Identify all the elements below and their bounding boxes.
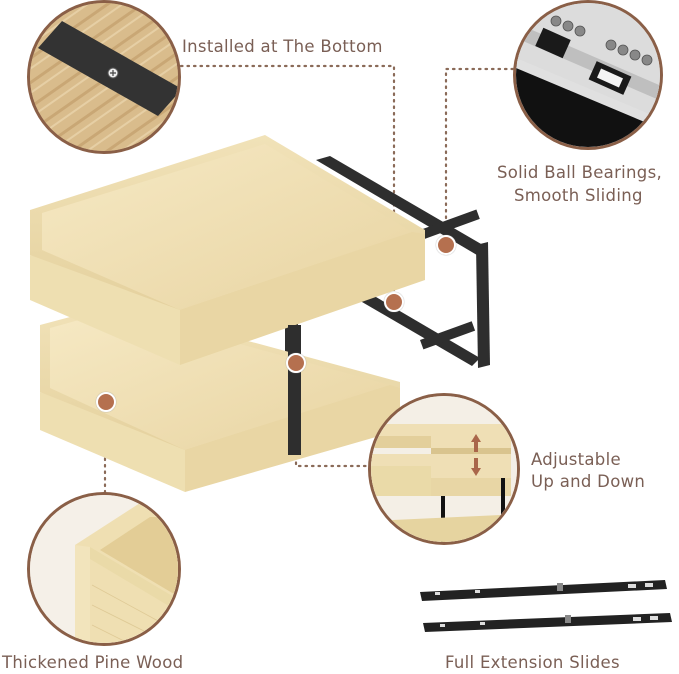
adjustable-label-line2: Up and Down xyxy=(531,472,646,491)
pine-wood-detail-circle xyxy=(27,492,181,646)
installed-bottom-detail-circle xyxy=(27,0,181,154)
ball-bearings-detail-circle xyxy=(513,0,663,150)
bracket-screw-icon xyxy=(30,3,178,151)
ball-bearings-label-line2: Smooth Sliding xyxy=(514,186,643,205)
marker-bottom-bracket xyxy=(384,292,404,312)
wood-corner-icon xyxy=(30,495,178,643)
adjustable-detail-circle xyxy=(368,393,520,545)
adjustable-label-line1: Adjustable xyxy=(531,450,621,469)
two-tier-drawer-illustration xyxy=(30,135,490,492)
height-adjust-icon xyxy=(371,396,517,542)
installed-bottom-label: Installed at The Bottom xyxy=(182,37,383,56)
pine-wood-label: Thickened Pine Wood xyxy=(2,653,184,672)
ball-bearing-icon xyxy=(516,3,660,147)
marker-adjustable xyxy=(286,353,306,373)
drawer-slides-icon xyxy=(420,580,672,632)
marker-ball-bearings xyxy=(436,235,456,255)
marker-pine-wood xyxy=(96,392,116,412)
slides-label: Full Extension Slides xyxy=(445,653,620,672)
ball-bearings-label-line1: Solid Ball Bearings, xyxy=(497,163,663,182)
